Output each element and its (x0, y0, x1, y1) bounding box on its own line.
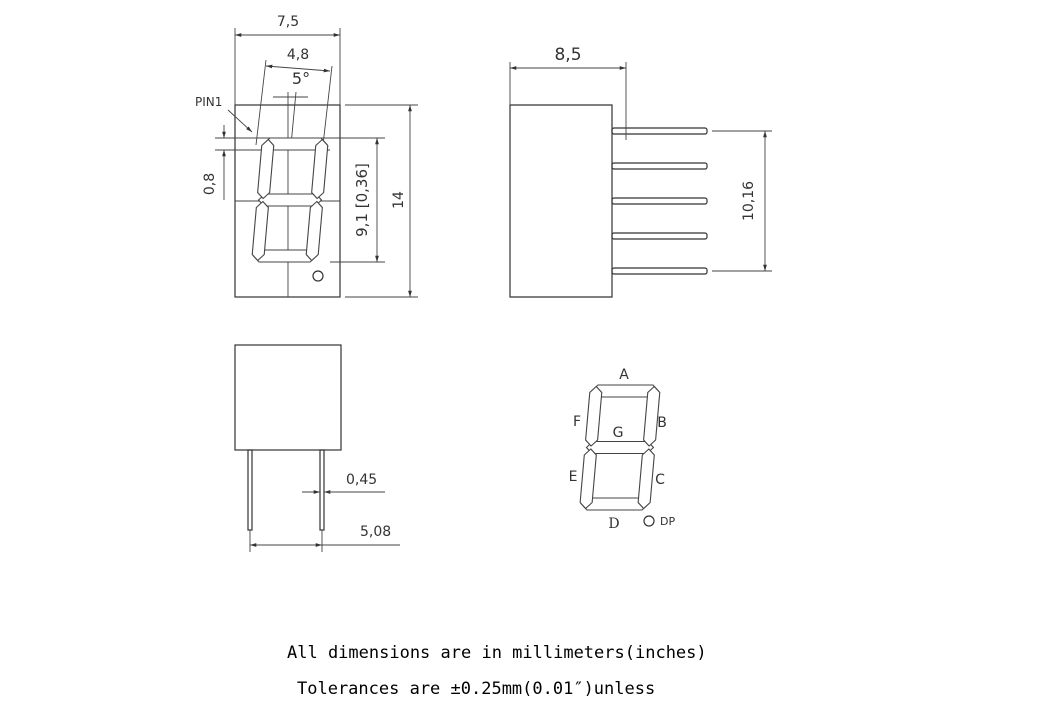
height-label: 14 (391, 191, 407, 209)
segment-f (585, 385, 603, 447)
slant-angle-label: 5° (292, 69, 310, 88)
segment-label-e: E (569, 469, 578, 485)
segment-label-c: C (655, 472, 665, 488)
front-digit (251, 137, 329, 263)
segment-e (579, 448, 597, 510)
pin1-leader (227, 109, 253, 133)
segment-label-g: G (613, 425, 624, 441)
segment-map: A B C D E F G DP (569, 367, 676, 532)
side-view: 8,5 10,16 (509, 45, 772, 298)
side-pin-3 (611, 197, 708, 205)
digit-height-label: 9,1 [0,36] (353, 163, 371, 237)
footer-line-1: All dimensions are in millimeters(inches… (287, 643, 707, 663)
segment-label-d: D (608, 516, 619, 532)
bottom-body-outline (234, 344, 342, 451)
side-pin-1 (611, 127, 708, 135)
side-pin-5 (611, 267, 708, 275)
width-label: 7,5 (277, 14, 299, 30)
side-body-outline (509, 104, 613, 298)
pin-left (247, 449, 253, 531)
digit-width-dimension-line (265, 64, 331, 73)
footer-line-2: Tolerances are ±0.25mm(0.01″)unless (297, 679, 655, 699)
segment-c (637, 448, 655, 510)
segment-g (257, 193, 323, 207)
pin-right (319, 449, 325, 531)
segment-e (251, 200, 269, 262)
segment-label-b: B (657, 415, 667, 431)
depth-label: 8,5 (554, 45, 581, 65)
segment-thickness-label: 0,8 (202, 173, 218, 195)
side-pin-4 (611, 232, 708, 240)
pin-spacing-label: 5,08 (360, 524, 391, 540)
segment-label-f: F (573, 414, 581, 430)
segment-f (257, 138, 275, 200)
bottom-view: 0,45 5,08 (234, 344, 400, 552)
segment-label-dp: DP (660, 515, 675, 528)
segment-b (643, 385, 661, 447)
pin-pitch-label: 10,16 (741, 181, 757, 221)
digit-width-label: 4,8 (287, 47, 309, 63)
segment-b (311, 138, 329, 200)
segment-map-digit (579, 384, 661, 511)
front-view: 7,5 4,8 5° PIN1 0,8 9,1 [0,36] 14 (195, 14, 418, 298)
side-pin-2 (611, 162, 708, 170)
segment-label-a: A (619, 367, 629, 383)
decimal-point (312, 270, 324, 282)
segment-g (585, 440, 655, 455)
pin1-label: PIN1 (195, 95, 222, 109)
pin-diameter-label: 0,45 (346, 472, 377, 488)
dp-circle (643, 515, 655, 527)
segment-c (305, 200, 323, 262)
